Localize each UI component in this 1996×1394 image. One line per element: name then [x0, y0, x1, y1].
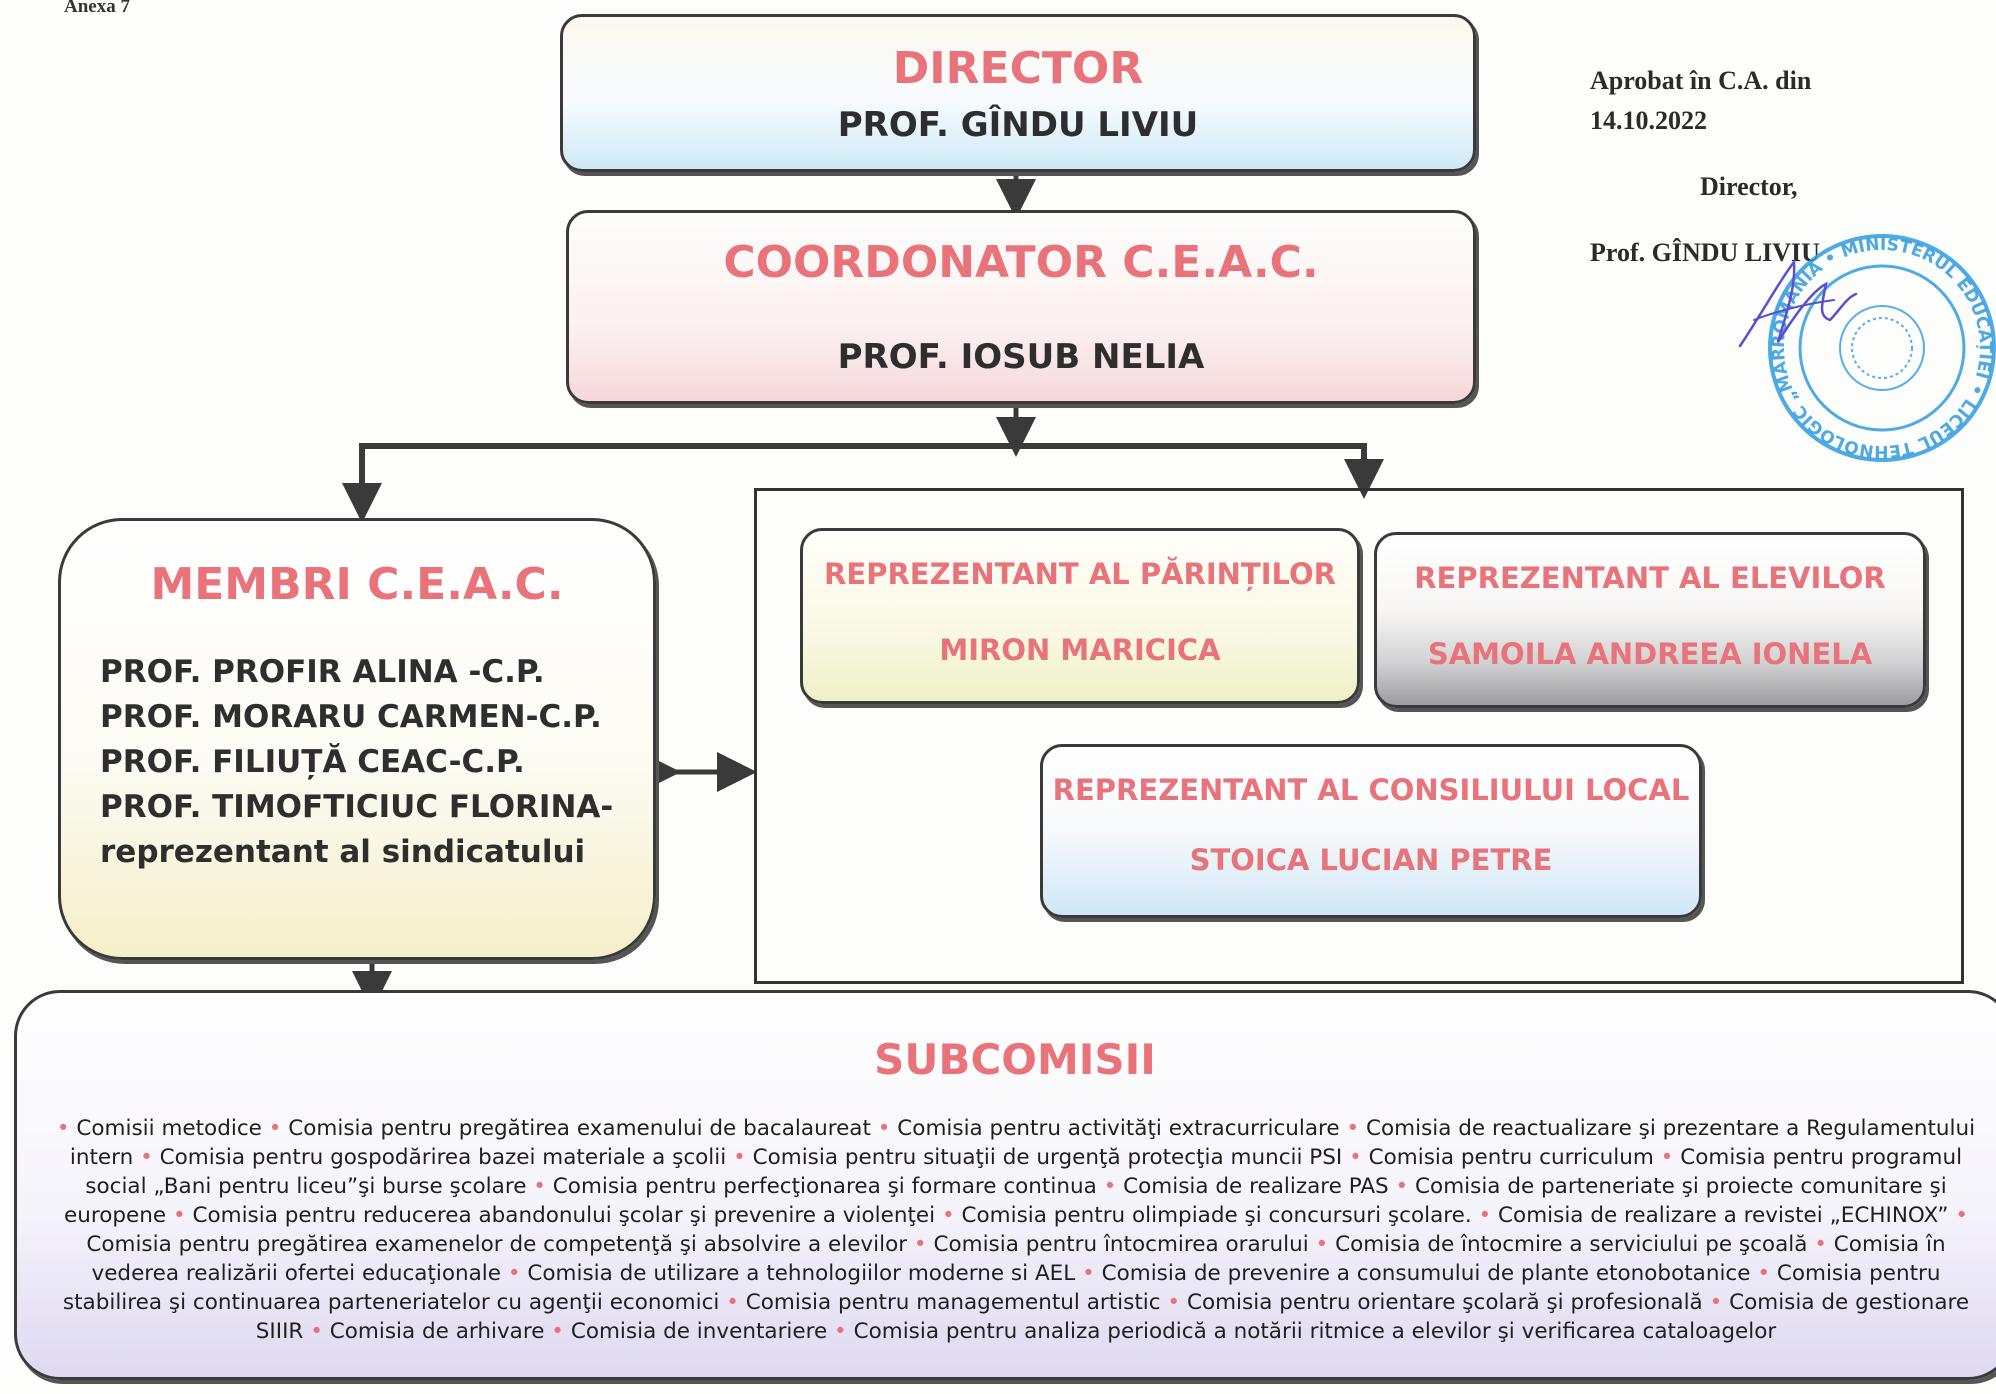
bullet-icon: •: [268, 1116, 289, 1141]
bullet-icon: •: [1103, 1174, 1124, 1199]
bullet-icon: •: [1346, 1116, 1367, 1141]
approval-date: 14.10.2022: [1590, 106, 1707, 135]
bullet-icon: •: [726, 1290, 746, 1315]
member-item: PROF. FILIUȚĂ CEAC-C.P.: [100, 744, 525, 780]
subcommittees-list: • Comisii metodice • Comisia pentru preg…: [54, 1114, 1978, 1346]
bullet-icon: •: [1757, 1261, 1777, 1286]
subcommittees-box: SUBCOMISII: [14, 990, 1996, 1380]
bullet-icon: •: [733, 1145, 753, 1170]
subcommittee-item: Comisia pentru programul social „Bani pe…: [85, 1145, 1963, 1199]
bullet-icon: •: [507, 1261, 528, 1286]
annex-label: Anexa 7: [64, 0, 130, 17]
signature: [1738, 258, 1858, 348]
subcommittee-item: Comisia de realizare PAS: [1123, 1174, 1396, 1199]
approval-line1: Aprobat în C.A. din: [1590, 66, 1812, 95]
bullet-icon: •: [1167, 1290, 1187, 1315]
subcommittee-item: Comisia pentru întocmirea orarului: [933, 1232, 1316, 1257]
member-item: reprezentant al sindicatului: [100, 834, 586, 870]
member-item: PROF. MORARU CARMEN-C.P.: [100, 699, 602, 735]
subcommittee-item: Comisia de inventariere: [570, 1319, 835, 1344]
members-title: MEMBRI C.E.A.C.: [150, 559, 564, 610]
subcommittee-item: Comisia pentru orientare şcolară şi prof…: [1186, 1290, 1710, 1315]
students-rep-name: SAMOILA ANDREEA IONELA: [1427, 637, 1873, 671]
bullet-icon: •: [310, 1319, 330, 1344]
coordinator-title: COORDONATOR C.E.A.C.: [723, 237, 1319, 288]
council-representative-box: REPREZENTANT AL CONSILIULUI LOCAL STOICA…: [1040, 744, 1702, 918]
member-item: PROF. PROFIR ALINA -C.P.: [100, 654, 545, 690]
bullet-icon: •: [140, 1145, 160, 1170]
members-box: MEMBRI C.E.A.C.: [58, 518, 656, 960]
subcommittees-title: SUBCOMISII: [874, 1035, 1156, 1084]
subcommittee-item: Comisia pentru curriculum: [1368, 1145, 1661, 1170]
subcommittee-item: Comisia de gestionare SIIIR: [255, 1290, 1970, 1344]
students-representative-box: REPREZENTANT AL ELEVILOR SAMOILA ANDREEA…: [1374, 532, 1926, 708]
bullet-icon: •: [56, 1116, 77, 1141]
subcommittee-item: Comisia pentru situaţii de urgenţă prote…: [752, 1145, 1350, 1170]
subcommittee-item: Comisia pentru stabilirea şi continuarea…: [62, 1261, 1941, 1315]
coordinator-box: COORDONATOR C.E.A.C. PROF. IOSUB NELIA: [566, 210, 1476, 404]
bullet-icon: •: [1082, 1261, 1102, 1286]
subcommittee-item: Comisia pentru olimpiade şi concursuri ş…: [961, 1203, 1479, 1228]
council-rep-title: REPREZENTANT AL CONSILIULUI LOCAL: [1052, 773, 1690, 807]
approval-director-label: Director,: [1700, 172, 1798, 201]
bullet-icon: •: [551, 1319, 571, 1344]
subcommittee-item: Comisia pentru reducerea abandonului şco…: [192, 1203, 942, 1228]
subcommittee-item: Comisia pentru pregătirea examenului de …: [288, 1116, 878, 1141]
bullet-icon: •: [1478, 1203, 1499, 1228]
member-item: PROF. TIMOFTICIUC FLORINA-: [100, 789, 614, 825]
director-box: DIRECTOR PROF. GÎNDU LIVIU: [560, 14, 1476, 172]
students-rep-title: REPREZENTANT AL ELEVILOR: [1414, 561, 1886, 595]
subcommittee-item: Comisia de arhivare: [329, 1319, 552, 1344]
subcommittee-item: Comisia în vederea realizării ofertei ed…: [91, 1232, 1946, 1286]
bullet-icon: •: [533, 1174, 553, 1199]
coordinator-name: PROF. IOSUB NELIA: [837, 337, 1205, 377]
parents-rep-title: REPREZENTANT AL PĂRINȚILOR: [824, 557, 1336, 591]
subcommittee-item: Comisia de utilizare a tehnologiilor mod…: [527, 1261, 1083, 1286]
bullet-icon: •: [913, 1232, 934, 1257]
representatives-frame: [754, 488, 1964, 984]
bullet-icon: •: [1315, 1232, 1336, 1257]
bullet-icon: •: [1660, 1145, 1681, 1170]
bullet-icon: •: [172, 1203, 193, 1228]
subcommittee-item: Comisia pentru pregătirea examenelor de …: [86, 1232, 914, 1257]
approval-director-name: Prof. GÎNDU LIVIU: [1590, 238, 1820, 267]
director-title: DIRECTOR: [892, 43, 1144, 94]
bullet-icon: •: [1395, 1174, 1416, 1199]
subcommittee-item: Comisia pentru gospodărirea bazei materi…: [159, 1145, 734, 1170]
bullet-icon: •: [1709, 1290, 1730, 1315]
subcommittee-item: Comisia de întocmire a serviciului pe şc…: [1335, 1232, 1815, 1257]
council-rep-name: STOICA LUCIAN PETRE: [1189, 843, 1553, 877]
subcommittee-item: Comisia pentru analiza periodică a notăr…: [853, 1319, 1777, 1344]
subcommittee-item: Comisia de reactualizare şi prezentare a…: [69, 1116, 1976, 1170]
subcommittee-item: Comisia pentru perfecţionarea şi formare…: [552, 1174, 1104, 1199]
bullet-icon: •: [1814, 1232, 1834, 1257]
parents-rep-name: MIRON MARICICA: [939, 633, 1221, 667]
subcommittee-item: Comisia de prevenire a consumului de pla…: [1101, 1261, 1758, 1286]
bullet-icon: •: [877, 1116, 898, 1141]
subcommittee-item: Comisia de realizare a revistei „ECHINOX…: [1498, 1203, 1956, 1228]
subcommittee-item: Comisia de parteneriate şi proiecte comu…: [63, 1174, 1947, 1228]
director-name: PROF. GÎNDU LIVIU: [837, 105, 1199, 145]
bullet-icon: •: [941, 1203, 962, 1228]
members-list: PROF. PROFIR ALINA -C.P. PROF. MORARU CA…: [100, 650, 613, 875]
bullet-icon: •: [1349, 1145, 1369, 1170]
bullet-icon: •: [834, 1319, 854, 1344]
subcommittee-item: Comisia pentru activităţi extracurricula…: [897, 1116, 1347, 1141]
parents-representative-box: REPREZENTANT AL PĂRINȚILOR MIRON MARICIC…: [800, 528, 1360, 704]
subcommittee-item: Comisia pentru managementul artistic: [745, 1290, 1168, 1315]
subcommittee-item: Comisii metodice: [76, 1116, 269, 1141]
official-stamp: ROMÂNIA • MINISTERUL EDUCAȚIEI • LICEUL …: [1768, 218, 1996, 462]
bullet-icon: •: [1955, 1203, 1968, 1228]
